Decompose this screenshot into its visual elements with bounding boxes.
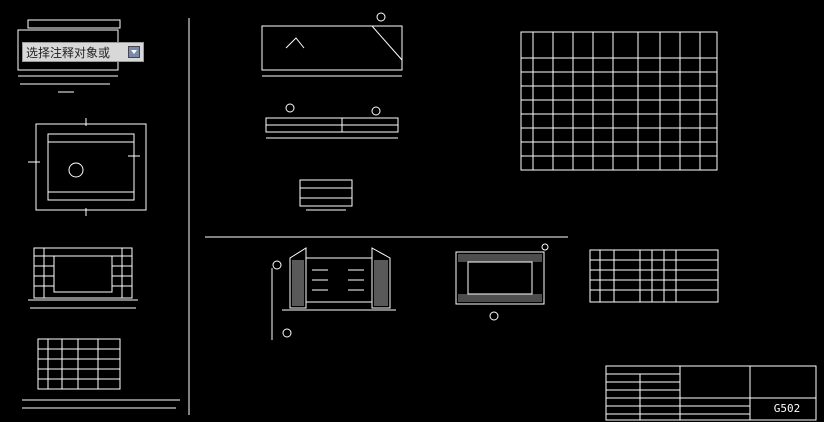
small-section-detail [299,179,353,211]
command-prompt-text: 选择注释对象或 [26,45,111,60]
rebar-table-right [520,31,718,171]
hatched-frame-plan [455,243,549,321]
title-block [605,365,817,421]
section-bb-brick [28,247,138,309]
slab-elevation-mid [265,103,399,139]
hatched-trench-section [271,247,396,340]
section-aa-top-left [17,19,121,93]
plan-view-manhole [28,118,147,216]
slab-detail-top [261,12,403,77]
chevron-down-icon[interactable] [128,46,140,58]
command-prompt-tooltip[interactable]: 选择注释对象或 [22,42,144,62]
quantity-table-left [37,338,121,390]
material-table-right-lower [589,249,719,303]
drawing-code: G502 [773,402,801,415]
